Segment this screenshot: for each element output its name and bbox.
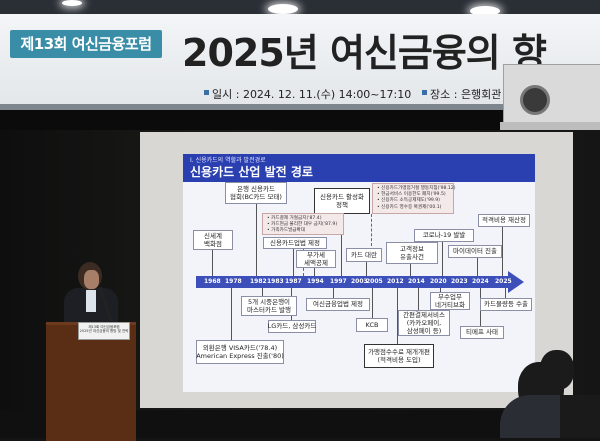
connector-line — [341, 212, 342, 276]
connector-line — [293, 247, 294, 276]
audience-body — [560, 395, 600, 438]
year-1968: 1968 — [204, 278, 221, 285]
event-vat-credit: 부가세 세액공제 — [296, 250, 336, 268]
connector-line — [418, 288, 419, 310]
connector-line — [256, 202, 257, 276]
event-financial-act: 여신금융업법 제정 — [306, 298, 370, 311]
connector-line — [212, 248, 213, 276]
connector-line — [440, 288, 441, 292]
year-1987: 1987 — [285, 278, 302, 285]
year-1994: 1994 — [307, 278, 324, 285]
connector-line — [231, 288, 232, 340]
year-2014: 2014 — [408, 278, 425, 285]
speaker-face — [84, 270, 99, 289]
year-2025: 2025 — [495, 278, 512, 285]
connector-line — [442, 240, 443, 276]
year-2005: 2005 — [366, 278, 383, 285]
slide-section-label: Ⅰ. 신용카드의 역할과 발전경로 — [190, 157, 266, 164]
event-shinsegae: 신세계 백화점 — [193, 230, 233, 250]
event-mydata: 마이데이터 진출 — [448, 245, 502, 258]
year-1978: 1978 — [225, 278, 242, 285]
note-box-2003: • 신용카드가맹점거절 행동지침('98.12) • 현금서비스 이용한도 폐지… — [372, 183, 456, 214]
connector-line — [477, 256, 478, 276]
bullet-icon — [204, 90, 209, 95]
year-2023: 2023 — [451, 278, 468, 285]
year-2012: 2012 — [387, 278, 404, 285]
forum-subtitle: 제13회 여신금융포럼 — [10, 30, 162, 58]
speaker-shirt — [86, 290, 96, 312]
ceiling-light — [268, 4, 298, 14]
event-card-export: 카드물량등 수출 — [480, 298, 532, 311]
note-line: • 신용카드 소득공제제도('99.9) — [377, 198, 440, 204]
connector-line — [366, 262, 367, 276]
timeline-arrow-icon — [508, 271, 524, 293]
podium — [46, 322, 136, 441]
event-simple-pay: 간편결제서비스 (카카오페이, 삼성페이 등) — [398, 310, 450, 336]
projector-lens-icon — [520, 85, 550, 115]
event-date: 일시 : 2024. 12. 11.(수) 14:00~17:10 — [212, 88, 412, 101]
podium-sign: 제13회 여신금융포럼 2025년 여신금융의 향방 및 전략 — [78, 322, 130, 340]
event-foreign-bank-visa: 외환은행 VISA카드('78.4) American Express 진출('… — [196, 340, 284, 364]
year-2020: 2020 — [430, 278, 447, 285]
connector-line — [333, 288, 334, 298]
slide-header — [183, 154, 535, 182]
connector-line — [397, 288, 398, 344]
note-box-1997: • 카드결제 거절금지('87.4) • 카드현금 불리한 대우 금지('87.… — [262, 213, 344, 235]
curtain — [0, 110, 600, 130]
event-activation-policy: 신용카드 활성화 정책 — [314, 188, 370, 214]
dashed-connector — [371, 214, 372, 246]
ceiling-light — [62, 0, 82, 6]
note-line: • 가족카드발급확대 — [267, 228, 305, 234]
connector-line — [410, 262, 411, 276]
event-covid: 코로나-19 발발 — [414, 229, 474, 242]
event-fee-reform: 가맹점수수료 재개개편 (적격비용 도입) — [364, 344, 434, 368]
bullet-icon — [422, 90, 427, 95]
year-1982: 1982 — [250, 278, 267, 285]
connector-line — [372, 288, 373, 318]
note-line: • 카드현금 불리한 대우 금지('87.9) — [267, 222, 338, 228]
ceiling-light — [470, 6, 500, 16]
connector-line — [502, 225, 503, 276]
event-lg-samsung: LG카드, 삼성카드 — [268, 320, 316, 333]
note-line: • 카드결제 거절금지('87.4) — [267, 216, 322, 221]
note-line: • 현금서비스 이용한도 폐지('99.5) — [377, 192, 446, 198]
event-fee-review: 적격비용 재산정 — [478, 214, 530, 227]
banner-title: 2025년 여신금융의 향 — [182, 31, 547, 75]
event-banner — [0, 14, 600, 104]
year-1983: 1983 — [267, 278, 284, 285]
slide-title: 신용카드 산업 발전 경로 — [190, 165, 313, 179]
event-bank-mastercard: 5개 시중은행이 마스터카드 발행 — [241, 296, 297, 316]
year-2003: 2003 — [351, 278, 368, 285]
banner-stripe — [0, 104, 600, 110]
event-bank-card-association: 은행 신용카드 협회(BC카드 모태) — [225, 182, 287, 204]
note-line: • 신용카드 영수증 복권제('00.1) — [377, 204, 442, 210]
projector — [503, 64, 600, 130]
event-credit-card-act: 신용카드업법 제정 — [263, 237, 327, 249]
connector-line — [505, 288, 506, 298]
event-timon: 티메프 사태 — [460, 326, 504, 339]
event-kcb: KCB — [356, 318, 388, 332]
connector-line — [314, 266, 315, 276]
event-card-crisis: 카드 대란 — [346, 248, 382, 262]
event-ancillary-negative: 부수업무 네거티브화 — [430, 292, 470, 310]
note-line: • 신용카드가맹점거절 행동지침('98.12) — [377, 186, 456, 191]
connector-line — [262, 288, 263, 296]
timeline-bar — [196, 276, 508, 288]
year-2024: 2024 — [472, 278, 489, 285]
event-info-leak: 고객정보 유출사건 — [386, 242, 438, 264]
projector-base — [500, 122, 600, 130]
year-1997: 1997 — [330, 278, 347, 285]
